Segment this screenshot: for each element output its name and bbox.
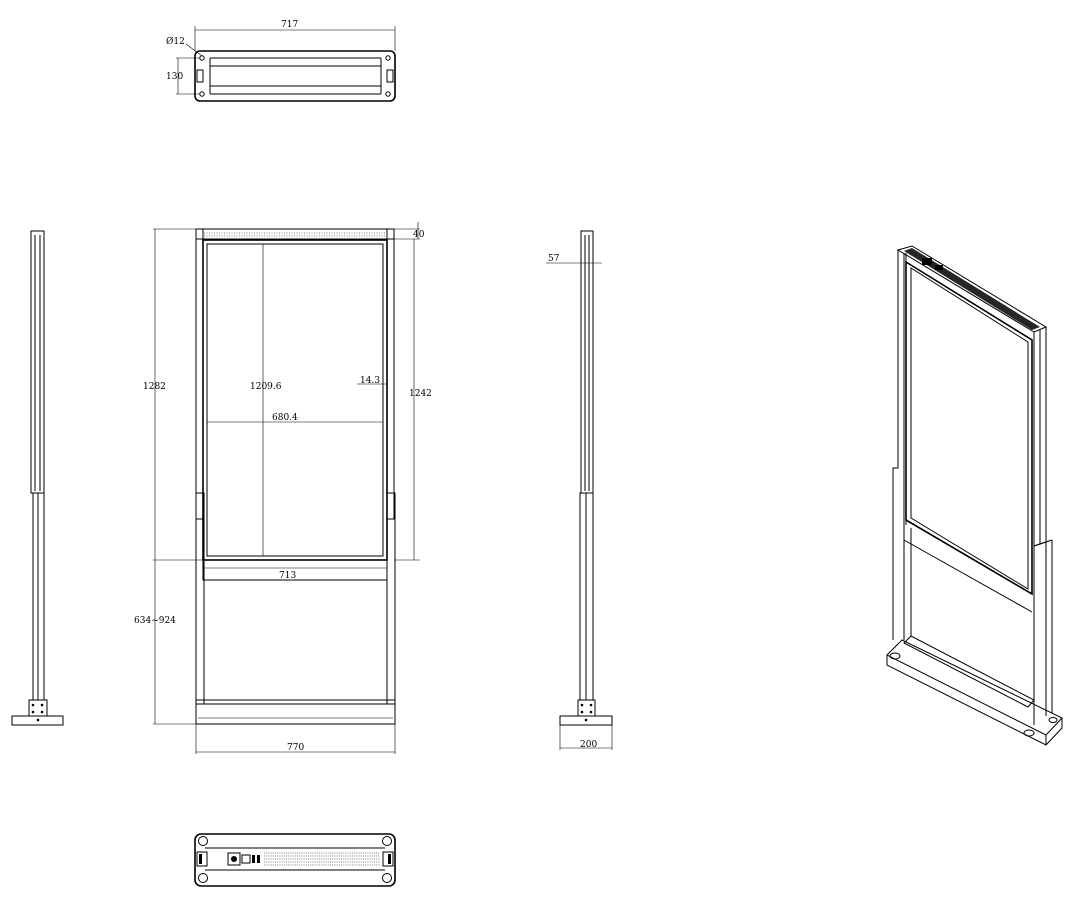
bottom-view [194,833,396,887]
dim-screen-height: 1209.6 [250,382,282,392]
dim-header-height: 40 [413,230,425,240]
dim-screen-width: 680.4 [272,413,298,423]
front-view: 1209.6 680.4 14.3 713 1282 634~924 40 12… [134,222,432,754]
dim-lower-width: 713 [279,571,296,581]
left-side-view [11,230,64,726]
dim-total-height: 1282 [143,382,166,392]
isometric-view [886,245,1063,746]
dim-bezel: 14.3 [360,376,380,386]
dim-top-width: 717 [281,20,298,30]
top-view: 717 Ø12 130 [166,20,396,102]
right-side-view: 57 200 [546,230,613,750]
dim-base-depth: 200 [580,740,597,750]
dim-hole-diameter: Ø12 [166,36,185,47]
dim-side-offset: 57 [548,254,560,264]
dim-frame-height: 1242 [409,389,432,399]
dim-top-depth: 130 [166,72,183,82]
dim-base-width: 770 [287,743,304,753]
dim-leg-height: 634~924 [134,616,176,626]
